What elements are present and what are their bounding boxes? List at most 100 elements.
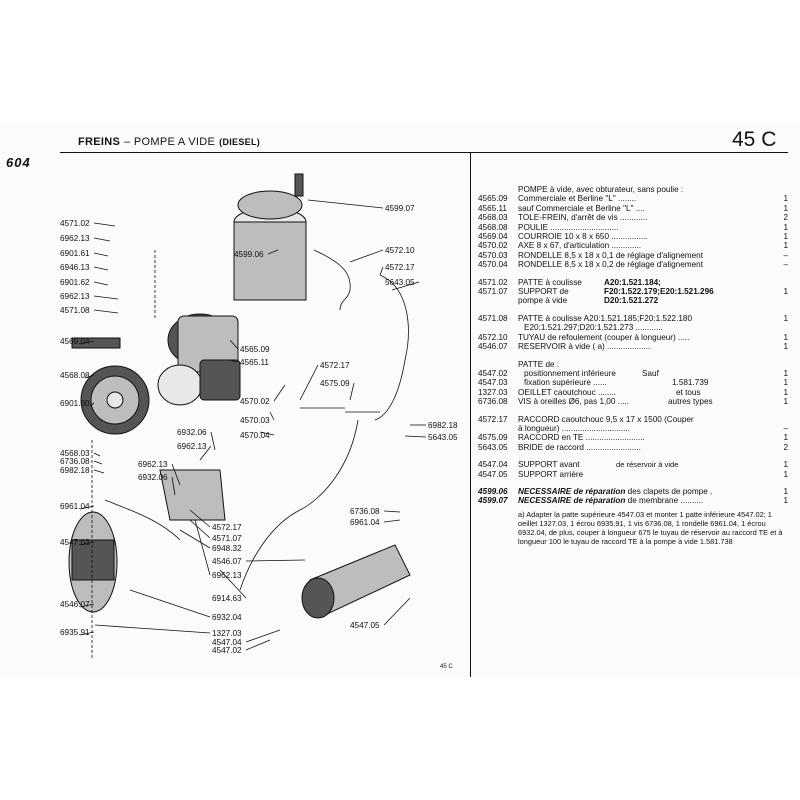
callout-label: 6736.08: [60, 457, 90, 466]
connection-hose: [239, 419, 359, 591]
callout-label: 6935.91: [60, 628, 90, 637]
leader-line: [189, 519, 211, 539]
callout-label: 6901.30: [60, 399, 90, 408]
callout-label: 6961.04: [350, 518, 380, 527]
callout-label: 4575.09: [320, 379, 350, 388]
callout-label: 6932.06: [138, 473, 168, 482]
leader-line: [299, 364, 319, 401]
callout-label: 6961.04: [60, 502, 90, 511]
callout-label: 4572.17: [212, 523, 242, 532]
parts-row: 4547.05 SUPPORT arrière 1: [478, 469, 788, 479]
vacuum-reservoir-right: [301, 544, 411, 619]
leader-line: [245, 629, 281, 643]
callout-label: 4546.07: [212, 557, 242, 566]
leader-line: [93, 266, 109, 271]
parts-row: POMPE à vide, avec obturateur, sans poul…: [518, 185, 684, 194]
callout-label: 6914.63: [212, 594, 242, 603]
callout-label: 4547.05: [350, 621, 380, 630]
leader-line: [245, 639, 271, 651]
parts-row: à longueur) ............................…: [518, 423, 788, 433]
callout-label: 4568.03: [60, 449, 90, 458]
callout-label: 4547.02: [212, 646, 242, 655]
title-sub: – POMPE A VIDE: [124, 136, 216, 148]
leader-line: [79, 541, 95, 546]
leader-lines: [79, 199, 427, 651]
leader-line: [89, 402, 95, 407]
vacuum-reservoir-left: [68, 511, 118, 613]
leader-line: [171, 463, 181, 486]
callout-label: 6932.04: [212, 613, 242, 622]
callout-label: 6901.62: [60, 278, 90, 287]
callout-label: 6962.13: [212, 571, 242, 580]
leader-line: [189, 509, 211, 528]
return-hose: [374, 274, 409, 421]
title-detail: (DIESEL): [219, 137, 261, 147]
leader-line: [229, 339, 239, 350]
column-divider: [470, 152, 471, 677]
drive-belt: [71, 337, 121, 349]
leader-line: [79, 505, 95, 510]
page-code: 45 C: [732, 128, 777, 151]
leader-line: [383, 519, 401, 523]
leader-line: [171, 476, 176, 496]
leader-line: [93, 281, 109, 286]
callout-label: 6962.13: [60, 292, 90, 301]
callout-label: 6932.06: [177, 428, 207, 437]
leader-line: [79, 340, 95, 345]
callout-label: 1327.03: [212, 629, 242, 638]
page-title: FREINS– POMPE A VIDE(DIESEL): [78, 136, 260, 148]
callout-label: 4565.11: [240, 358, 269, 367]
callout-label: 4547.04: [212, 638, 242, 647]
callout-label: 4572.17: [385, 263, 415, 272]
callout-label: 6948.32: [212, 544, 242, 553]
leader-line: [269, 411, 275, 421]
parts-row: 1327.03 OEILLET caoutchouc ........et to…: [478, 387, 788, 397]
callout-label: 4572.17: [320, 361, 350, 370]
callout-label: 4546.07: [60, 600, 90, 609]
callout-label: 5643.05: [428, 433, 458, 442]
callout-label: 4599.07: [385, 204, 415, 213]
leader-line: [79, 603, 95, 608]
reservoir-hose: [104, 499, 181, 541]
leader-line: [229, 359, 239, 363]
leader-line: [93, 295, 119, 300]
callout-label: 5643.05: [385, 278, 415, 287]
leader-line: [194, 519, 211, 576]
leader-line: [245, 559, 306, 562]
parts-row: 4571.08 PATTE à coulisse A20:1.521.185;F…: [478, 313, 788, 323]
callout-label: 6962.13: [138, 460, 168, 469]
callout-label: 6982.18: [428, 421, 458, 430]
leader-line: [129, 589, 211, 618]
leader-line: [307, 199, 384, 209]
leader-line: [93, 222, 116, 227]
parts-list: POMPE à vide, avec obturateur, sans poul…: [478, 185, 788, 546]
callout-label: 4570.03: [240, 416, 270, 425]
leader-line: [93, 460, 103, 465]
parts-row: 4547.03 fixation supérieure ......1.581.…: [478, 378, 788, 388]
header-rule: [60, 152, 788, 153]
callout-labels: 4571.026962.136901.616946.136901.626962.…: [60, 204, 458, 655]
callout-label: 4570.04: [240, 431, 270, 440]
callout-label: 4571.07: [212, 534, 242, 543]
callout-label: 4599.06: [234, 250, 264, 259]
leader-line: [349, 249, 384, 263]
vacuum-pump: [157, 207, 307, 406]
title-main: FREINS: [78, 136, 121, 148]
parts-row: E20:1.521.297;D20:1.521.273 ............: [524, 323, 663, 333]
